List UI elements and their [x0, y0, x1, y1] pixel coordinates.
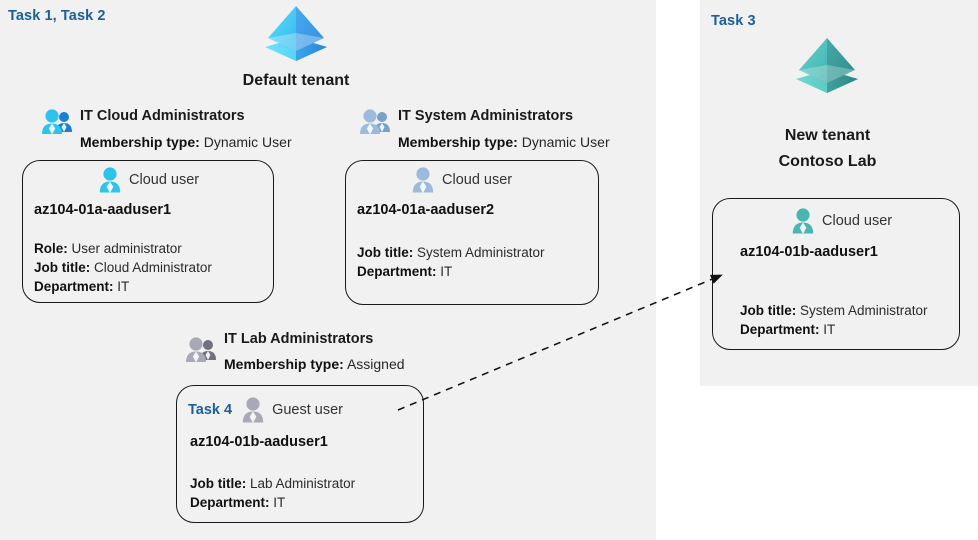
card-head-guest-aaduser1: Task 4 Guest user — [188, 396, 343, 424]
attr-value: User administrator — [71, 241, 182, 256]
user-card-new-tenant-aaduser1[interactable] — [712, 198, 960, 350]
user-type-guest-aaduser1: Guest user — [272, 402, 343, 418]
attr-label: Job title: — [34, 260, 91, 275]
user-name-new-tenant-aaduser1: az104-01b-aaduser1 — [740, 244, 878, 260]
membership-value-1: Dynamic User — [521, 134, 610, 150]
attr-label: Job title: — [740, 303, 797, 318]
group-people-icon — [40, 108, 74, 138]
task-label-1-2: Task 1, Task 2 — [8, 8, 106, 24]
card-head-aaduser1: Cloud user — [97, 166, 199, 194]
new-tenant-name-line1: New tenant — [784, 127, 871, 144]
user-name-aaduser1: az104-01a-aaduser1 — [34, 202, 172, 218]
attr-value: System Administrator — [800, 303, 928, 318]
attr-label: Department: — [740, 322, 820, 337]
membership-label-2: Membership type: — [224, 356, 344, 372]
card-head-new-tenant-aaduser1: Cloud user — [790, 207, 892, 235]
attr-label: Department: — [34, 279, 114, 294]
group-title-it-cloud-administrators: IT Cloud Administrators — [80, 108, 245, 124]
membership-label-1: Membership type: — [398, 134, 518, 150]
cloud-user-icon — [97, 166, 123, 194]
attr-label: Role: — [34, 241, 68, 256]
task-label-4: Task 4 — [188, 402, 233, 418]
default-tenant-name: Default tenant — [242, 72, 350, 89]
attr-role-aaduser1: Role: User administrator — [34, 239, 212, 258]
user-card-guest-aaduser1[interactable] — [176, 385, 424, 523]
membership-label-0: Membership type: — [80, 134, 200, 150]
attr-department-aaduser2: Department: IT — [357, 262, 545, 281]
group-title-it-system-administrators: IT System Administrators — [398, 108, 574, 124]
azure-ad-tenant-icon — [255, 3, 337, 65]
attr-jobtitle-aaduser1: Job title: Cloud Administrator — [34, 258, 212, 277]
user-name-aaduser2: az104-01a-aaduser2 — [357, 202, 495, 218]
user-attrs-aaduser2: Job title: System Administrator Departme… — [357, 243, 545, 281]
group-people-icon — [184, 336, 218, 366]
attr-department-new-tenant-aaduser1: Department: IT — [740, 320, 928, 339]
attr-value: IT — [823, 322, 836, 337]
card-head-aaduser2: Cloud user — [410, 166, 512, 194]
user-attrs-guest-aaduser1: Job title: Lab Administrator Department:… — [190, 474, 355, 512]
membership-value-2: Assigned — [346, 356, 405, 372]
attr-jobtitle-new-tenant-aaduser1: Job title: System Administrator — [740, 301, 928, 320]
cloud-user-icon — [790, 207, 816, 235]
cloud-user-icon — [410, 166, 436, 194]
user-attrs-aaduser1: Role: User administrator Job title: Clou… — [34, 239, 212, 296]
attr-department-aaduser1: Department: IT — [34, 277, 212, 296]
attr-department-guest-aaduser1: Department: IT — [190, 493, 355, 512]
user-type-new-tenant-aaduser1: Cloud user — [822, 213, 893, 229]
attr-value: Cloud Administrator — [94, 260, 212, 275]
new-tenant-name-line2: Contoso Lab — [778, 153, 877, 170]
attr-value: IT — [117, 279, 130, 294]
default-tenant-panel — [0, 0, 656, 540]
attr-jobtitle-guest-aaduser1: Job title: Lab Administrator — [190, 474, 355, 493]
attr-label: Job title: — [190, 476, 247, 491]
user-attrs-new-tenant-aaduser1: Job title: System Administrator Departme… — [740, 301, 928, 339]
attr-value: Lab Administrator — [250, 476, 356, 491]
attr-value: IT — [273, 495, 286, 510]
user-type-aaduser2: Cloud user — [442, 172, 513, 188]
guest-user-icon — [240, 396, 266, 424]
membership-value-0: Dynamic User — [203, 134, 292, 150]
group-membership-0: Membership type: Dynamic User — [80, 134, 292, 150]
user-card-aaduser1[interactable] — [22, 160, 274, 303]
attr-value: System Administrator — [417, 245, 545, 260]
attr-label: Department: — [190, 495, 270, 510]
attr-label: Job title: — [357, 245, 414, 260]
user-name-guest-aaduser1: az104-01b-aaduser1 — [190, 434, 328, 450]
group-membership-2: Membership type: Assigned — [224, 356, 405, 372]
attr-value: IT — [440, 264, 453, 279]
group-title-it-lab-administrators: IT Lab Administrators — [224, 331, 374, 347]
attr-label: Department: — [357, 264, 437, 279]
task-label-3: Task 3 — [711, 13, 756, 29]
group-people-icon — [358, 108, 392, 138]
user-type-aaduser1: Cloud user — [129, 172, 200, 188]
azure-ad-tenant-icon — [786, 35, 868, 97]
group-membership-1: Membership type: Dynamic User — [398, 134, 610, 150]
attr-jobtitle-aaduser2: Job title: System Administrator — [357, 243, 545, 262]
